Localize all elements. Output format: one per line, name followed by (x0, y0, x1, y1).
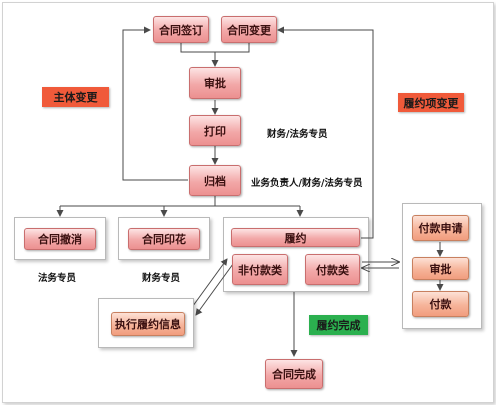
pay-node[interactable]: 付款 (412, 291, 469, 317)
archive-node[interactable]: 归档 (189, 165, 241, 196)
arrow-exec-to-nonpayment (189, 258, 228, 311)
print-role-note: 财务/法务专员 (267, 129, 328, 140)
archive-role-note: 业务负责人/财务/法务专员 (251, 178, 363, 189)
arrow-change-to-approve (215, 43, 250, 53)
perform-complete-tag: 履约完成 (309, 315, 368, 335)
contract-complete-node[interactable]: 合同完成 (265, 359, 323, 389)
approve-node[interactable]: 审批 (189, 67, 241, 99)
stamp-role-note: 财务专员 (142, 273, 181, 284)
perform-node[interactable]: 履约 (231, 228, 360, 247)
payment-node[interactable]: 付款类 (305, 254, 360, 285)
arrow-nonpayment-to-exec (195, 263, 234, 316)
contract-sign-node[interactable]: 合同签订 (153, 16, 209, 43)
print-node[interactable]: 打印 (189, 115, 241, 146)
arrow-subject-change-loop (122, 26, 188, 181)
pay-apply-node[interactable]: 付款申请 (412, 215, 469, 241)
contract-stamp-node[interactable]: 合同印花 (128, 228, 200, 250)
perform-change-tag: 履约项变更 (398, 93, 464, 112)
exec-info-node[interactable]: 执行履约信息 (111, 312, 185, 336)
contract-cancel-node[interactable]: 合同撤消 (24, 228, 96, 250)
arrow-perform-change-loop (277, 26, 374, 239)
subject-change-tag: 主体变更 (42, 87, 109, 107)
cancel-role-note: 法务专员 (38, 273, 77, 284)
arrow-sign-to-approve (180, 43, 215, 53)
contract-change-node[interactable]: 合同变更 (221, 16, 277, 43)
non-payment-node[interactable]: 非付款类 (232, 254, 288, 285)
pay-approve-node[interactable]: 审批 (412, 257, 469, 280)
